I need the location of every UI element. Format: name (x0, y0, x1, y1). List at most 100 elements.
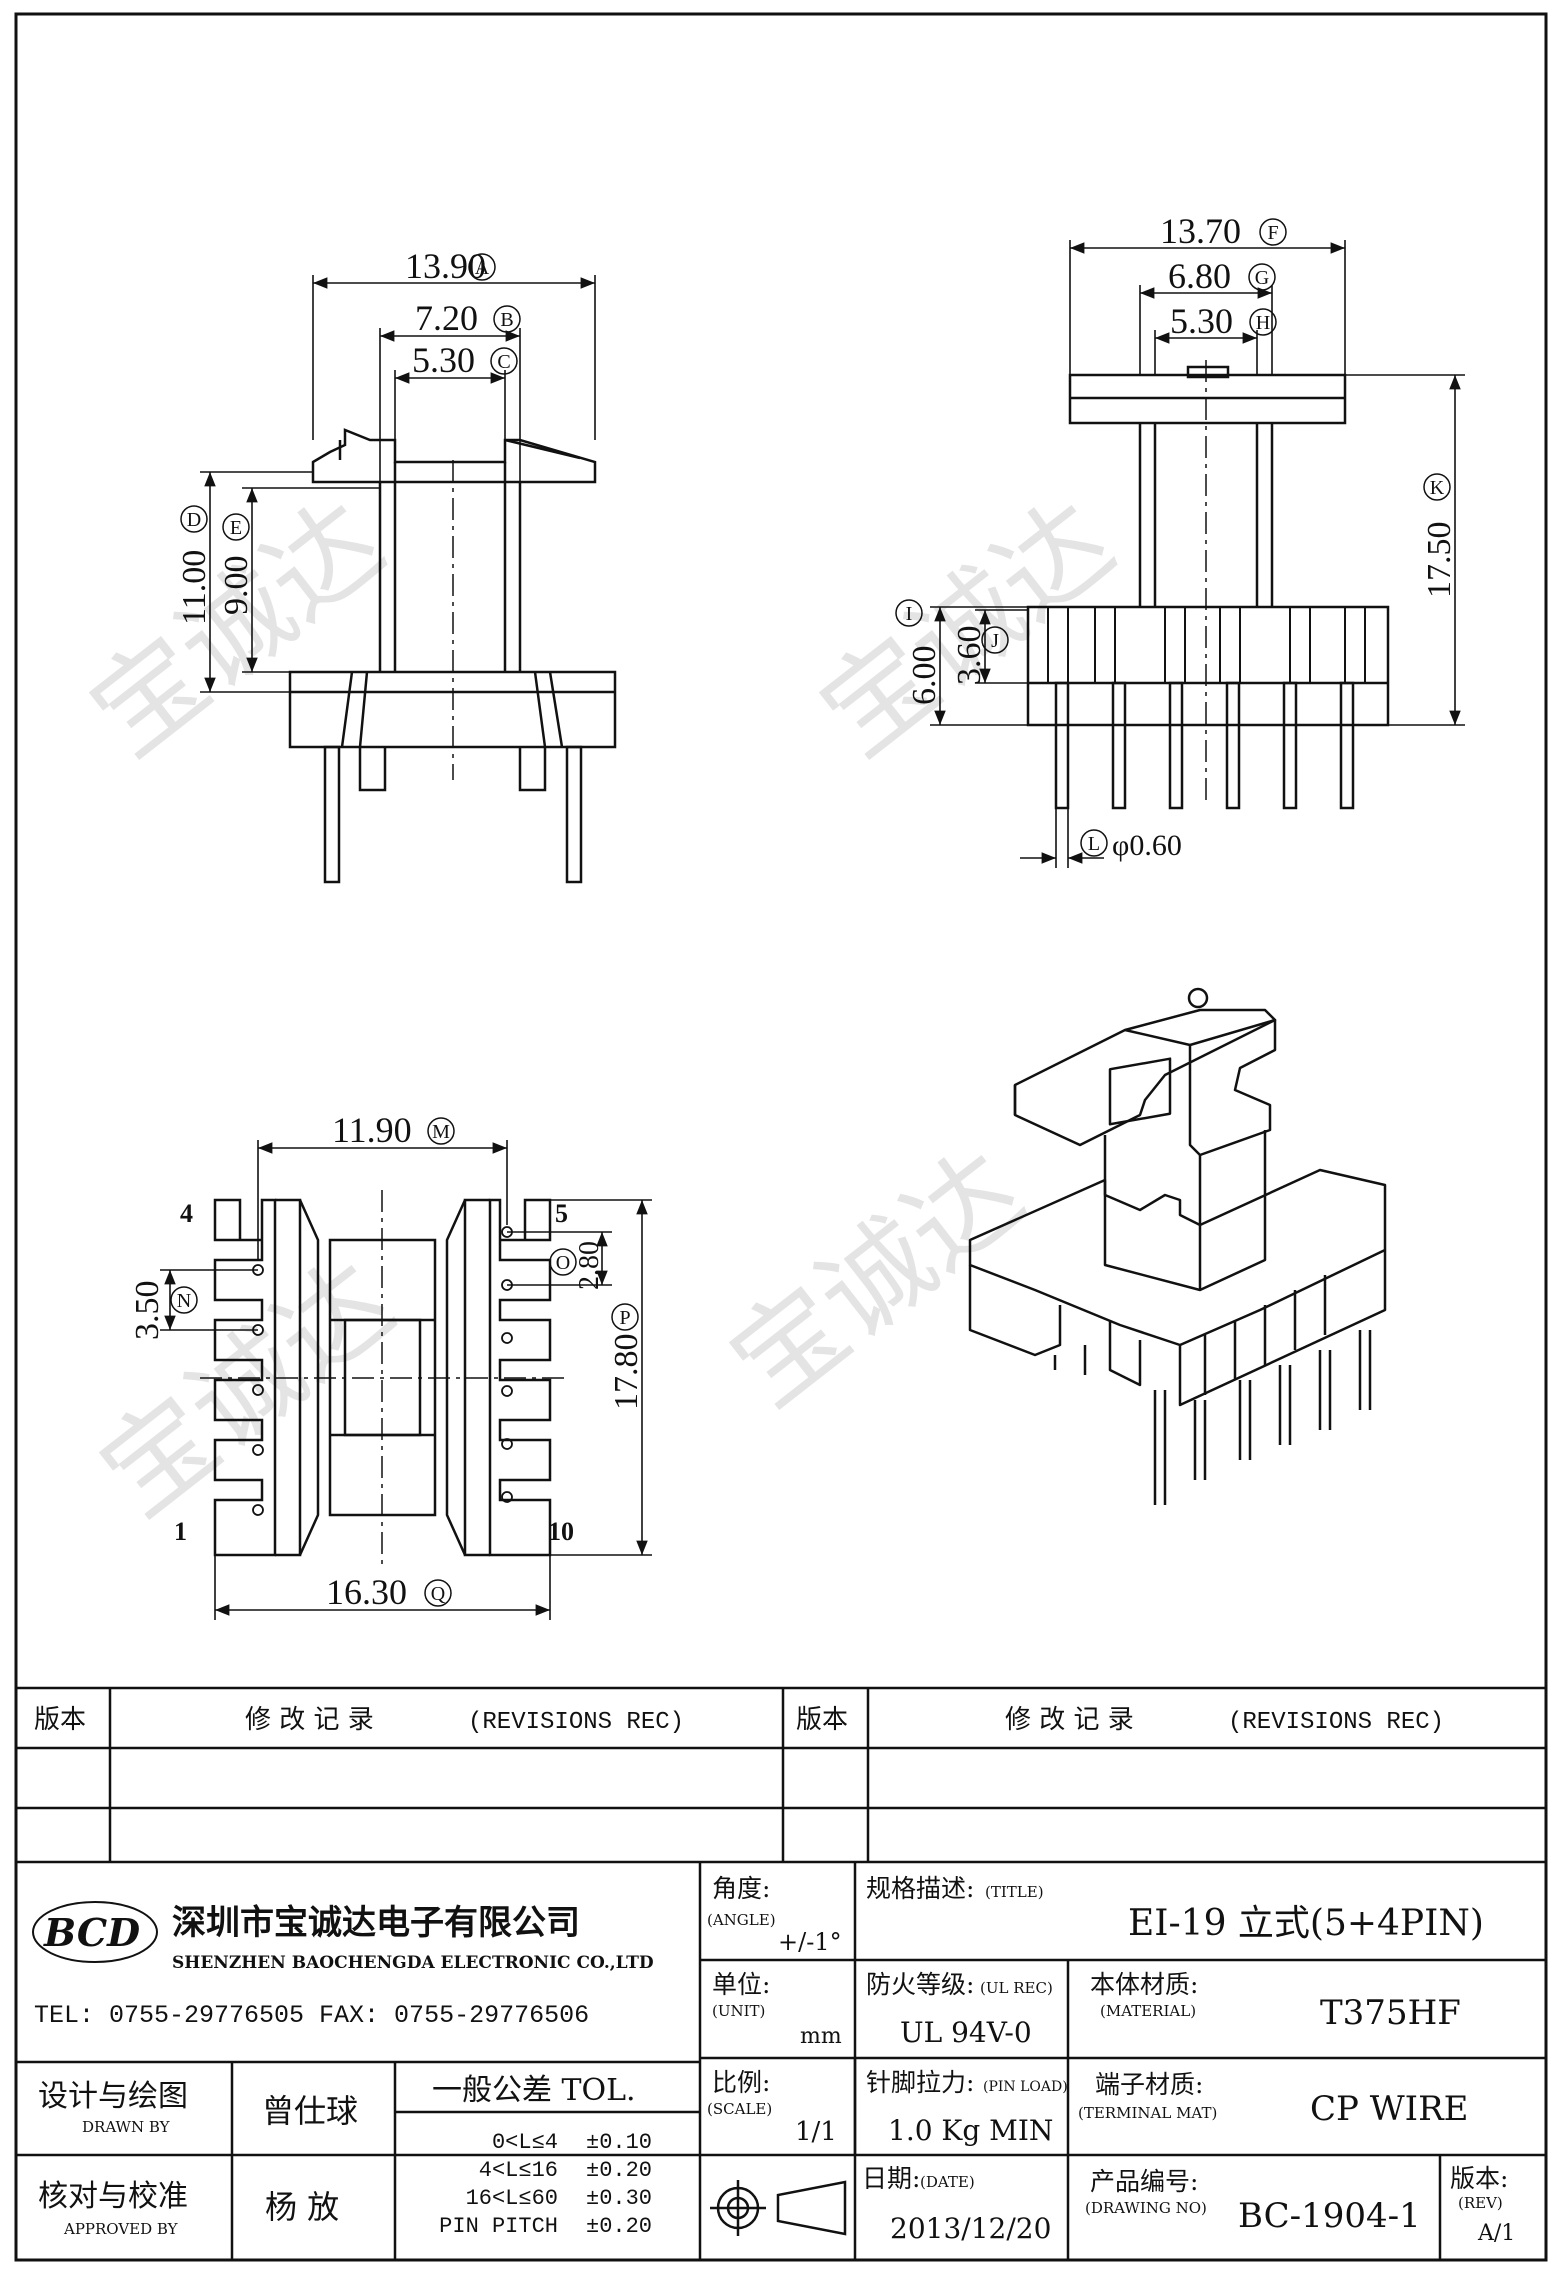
revisions-table (16, 1686, 1546, 1864)
side-view-dimensions (930, 240, 1465, 868)
front-view-labels: 13.90 A 7.20 B 5.30 C 11.00 D 9.00 E (176, 246, 521, 625)
tol-range-3: PIN PITCH (439, 2214, 558, 2239)
rev-header-record-cn-right: 修 改 记 录 (1005, 1705, 1134, 1735)
dim-I-value: 6.00 (906, 646, 943, 706)
company-logo-text: BCD (43, 1910, 140, 1955)
revisions-header: 版本 修 改 记 录 (REVISIONS REC) 版本 修 改 记 录 (R… (34, 1705, 1444, 1736)
front-view-dimensions (200, 275, 596, 693)
ul-label-en: (UL REC) (980, 1979, 1053, 1997)
dim-A-value: 13.90 (405, 246, 486, 286)
company-block: BCD 深圳市宝诚达电子有限公司 SHENZHEN BAOCHENGDA ELE… (32, 1901, 654, 2030)
terminal-label-en: (TERMINAL MAT) (1078, 2104, 1217, 2122)
pin-load-value: 1.0 Kg MIN (888, 2114, 1053, 2147)
tol-range-1: 4<L≤16 (479, 2158, 558, 2183)
dim-N-value: 3.50 (129, 1281, 166, 1341)
date-value: 2013/12/20 (890, 2212, 1051, 2245)
dim-M-value: 11.90 (332, 1110, 412, 1150)
tol-value-2: ±0.30 (586, 2186, 652, 2211)
dim-J-value: 3.60 (951, 626, 988, 686)
bottom-view (200, 1190, 570, 1570)
pin-label-10: 10 (548, 1517, 574, 1546)
dim-D-value: 11.00 (176, 550, 213, 625)
drawing-no-value: BC-1904-1 (1238, 2196, 1421, 2236)
company-name-cn: 深圳市宝诚达电子有限公司 (172, 1903, 580, 1943)
dim-Q-value: 16.30 (326, 1572, 407, 1612)
date-label-en: (DATE) (920, 2173, 975, 2191)
title-label-en: (TITLE) (985, 1883, 1044, 1901)
dim-O-marker: O (556, 1252, 570, 1274)
title-value: EI-19 立式(5+4PIN) (1128, 1903, 1484, 1944)
dim-L-marker: L (1088, 833, 1100, 855)
dim-D-marker: D (187, 509, 201, 531)
tol-value-0: ±0.10 (586, 2130, 652, 2155)
rev-header-version-right: 版本 (796, 1705, 848, 1735)
rev-header-record-cn-left: 修 改 记 录 (245, 1705, 374, 1735)
dim-E-marker: E (230, 517, 242, 539)
angle-label-cn: 角度: (712, 1874, 770, 1903)
rev-value: A/1 (1477, 2221, 1515, 2246)
bottom-view-labels: 11.90 M 16.30 Q 17.80 P 2.80 O 3.50 N 4 … (129, 1110, 645, 1612)
material-value: T375HF (1320, 1993, 1461, 2033)
drawing-no-label-cn: 产品编号: (1090, 2167, 1198, 2196)
dim-K-marker: K (1430, 477, 1445, 499)
rev-label-cn: 版本: (1450, 2164, 1508, 2193)
unit-label-cn: 单位: (712, 1970, 770, 1999)
dim-M-marker: M (432, 1121, 450, 1143)
ul-value: UL 94V-0 (900, 2016, 1032, 2049)
approved-value: 杨 放 (265, 2188, 339, 2226)
dim-C-value: 5.30 (412, 340, 475, 380)
company-logo: BCD (32, 1901, 158, 1963)
tol-range-0: 0<L≤4 (492, 2130, 558, 2155)
title-label-cn: 规格描述: (866, 1874, 974, 1903)
tol-value-3: ±0.20 (586, 2214, 652, 2239)
rev-header-record-en-left: (REVISIONS REC) (468, 1709, 684, 1736)
title-block-grid (16, 1862, 1546, 2260)
pin-load-label-cn: 针脚拉力: (866, 2068, 974, 2097)
rev-label-en: (REV) (1458, 2194, 1503, 2212)
approved-label-cn: 核对与校准 (38, 2179, 188, 2214)
dim-H-marker: H (1256, 312, 1270, 334)
pin-load-label-en: (PIN LOAD) (983, 2079, 1068, 2095)
drawn-label-cn: 设计与绘图 (38, 2079, 188, 2114)
sheet-border (14, 12, 1548, 2262)
front-view (288, 428, 617, 884)
material-label-en: (MATERIAL) (1100, 2002, 1196, 2020)
unit-label-en: (UNIT) (712, 2002, 765, 2020)
pin-label-5: 5 (555, 1199, 568, 1228)
watermark-text-4: 宝诚达 (707, 1126, 1046, 1430)
bottom-view-dimensions (160, 1140, 652, 1620)
dim-Q-marker: Q (431, 1583, 446, 1605)
terminal-label-cn: 端子材质: (1095, 2070, 1203, 2099)
ul-label-cn: 防火等级: (866, 1970, 974, 1999)
dim-P-value: 17.80 (608, 1334, 645, 1411)
dim-J-marker: J (991, 630, 999, 652)
terminal-value: CP WIRE (1310, 2089, 1469, 2129)
tolerance-title: 一般公差 TOL. (432, 2073, 636, 2108)
material-label-cn: 本体材质: (1090, 1970, 1198, 1999)
dim-B-marker: B (500, 309, 513, 331)
projection-symbol-icon (710, 2180, 847, 2236)
drawn-label-en: DRAWN BY (82, 2118, 171, 2136)
company-tel-fax: TEL: 0755-29776505 FAX: 0755-29776506 (34, 2001, 589, 2030)
dim-E-value: 9.00 (218, 556, 255, 616)
isometric-view (968, 987, 1387, 1505)
company-name-en: SHENZHEN BAOCHENGDA ELECTRONIC CO.,LTD (172, 1953, 654, 1973)
dim-F-value: 13.70 (1160, 211, 1241, 251)
dim-A-marker: A (475, 257, 490, 279)
scale-label-en: (SCALE) (707, 2100, 772, 2118)
drawing-no-label-en: (DRAWING NO) (1085, 2199, 1207, 2217)
rev-header-record-en-right: (REVISIONS REC) (1228, 1709, 1444, 1736)
tol-range-2: 16<L≤60 (466, 2186, 558, 2211)
dim-G-marker: G (1255, 267, 1269, 289)
dim-C-marker: C (497, 351, 510, 373)
dim-P-marker: P (619, 1307, 630, 1329)
dim-F-marker: F (1267, 222, 1278, 244)
dim-N-marker: N (177, 1290, 191, 1312)
dim-L-value: φ0.60 (1112, 829, 1182, 862)
dim-B-value: 7.20 (415, 298, 478, 338)
dim-G-value: 6.80 (1168, 256, 1231, 296)
tolerance-table: 0<L≤4 ±0.10 4<L≤16 ±0.20 16<L≤60 ±0.30 P… (439, 2130, 652, 2239)
dim-O-value: 2.80 (574, 1241, 605, 1290)
pin-label-1: 1 (174, 1517, 187, 1546)
